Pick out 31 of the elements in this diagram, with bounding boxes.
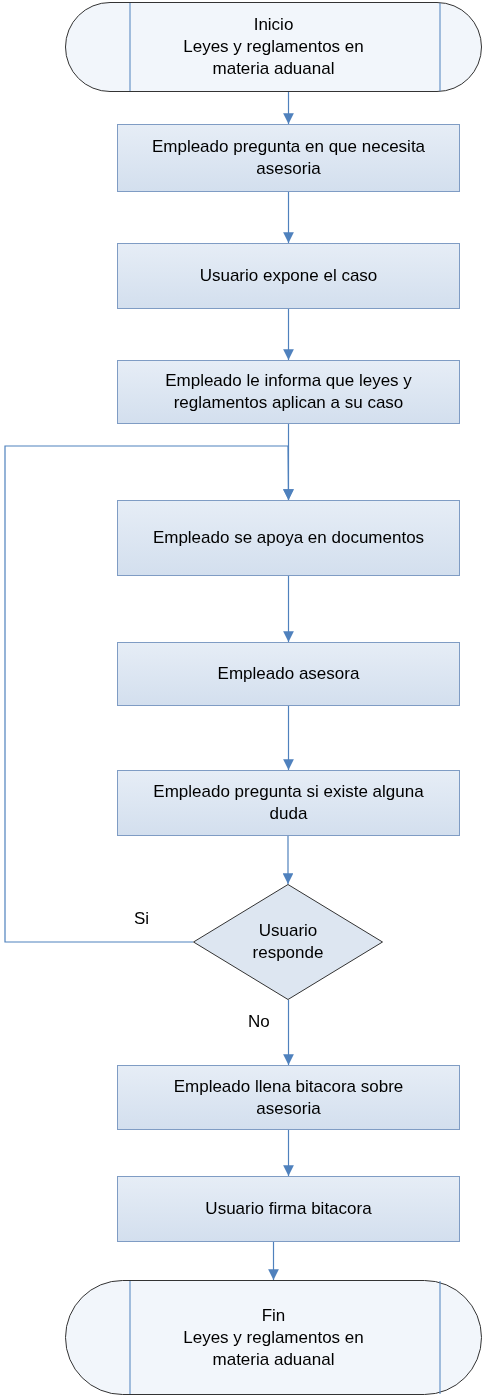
process-box	[117, 642, 460, 706]
step-text: Leyes y reglamentos en materia aduanal	[182, 1326, 365, 1371]
arrow	[283, 1129, 294, 1177]
step-text: Empleado pregunta si existe alguna duda	[152, 781, 425, 825]
step-text: Leyes y reglamentos en materia aduanal	[182, 36, 365, 80]
process-box	[117, 243, 460, 309]
step-text: Empleado llena bitacora sobre asesoria	[172, 1075, 405, 1120]
step-text: Usuario responde	[251, 920, 325, 964]
process-box	[117, 1176, 460, 1242]
arrow	[283, 91, 294, 125]
step-text: Empleado pregunta en que necesita asesoria	[150, 136, 427, 180]
step-text: Empleado se apoya en documentos	[152, 527, 425, 549]
terminator-title: Inicio	[253, 14, 294, 36]
arrow	[268, 1241, 279, 1281]
process-box	[117, 124, 460, 192]
process-box	[117, 1065, 460, 1130]
arrow	[283, 308, 294, 361]
arrow	[282, 835, 294, 885]
arrow	[283, 191, 294, 244]
step-text: Usuario firma bitacora	[205, 1198, 372, 1220]
process-box	[117, 500, 460, 576]
step-text: Usuario expone el caso	[199, 265, 378, 287]
step-text: Empleado asesora	[217, 663, 360, 685]
terminator-title: Fin	[261, 1304, 286, 1327]
arrow	[4, 445, 294, 943]
arrow	[283, 575, 294, 643]
arrow	[283, 705, 294, 771]
step-text: Empleado le informa que leyes y reglamentos aplican a su caso	[164, 370, 413, 414]
process-box	[117, 360, 460, 424]
arrow	[283, 999, 294, 1066]
process-box	[117, 770, 460, 836]
